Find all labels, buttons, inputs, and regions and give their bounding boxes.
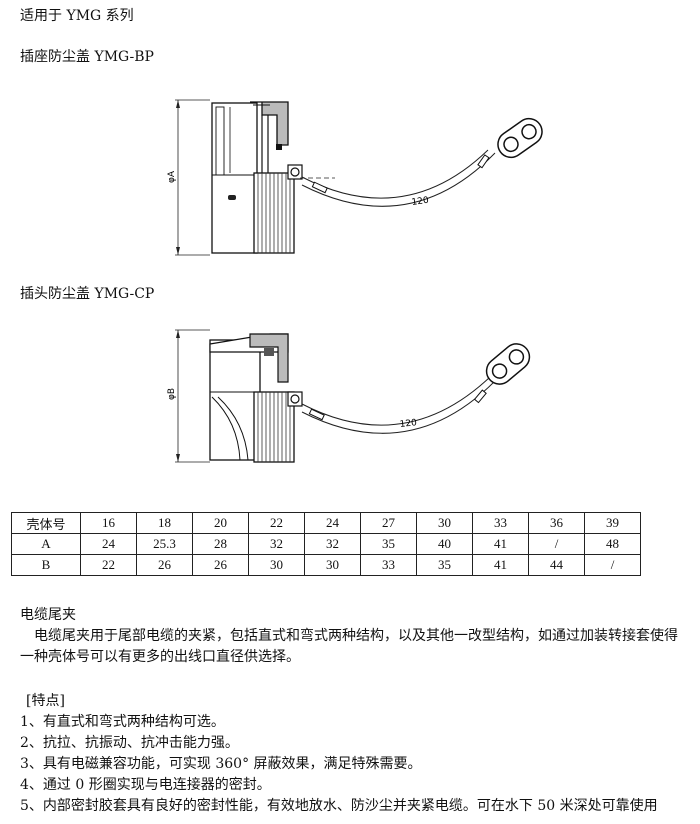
table-cell: 30 [416,512,473,534]
table-cell: 22 [80,554,137,576]
table-cell: 40 [416,533,473,555]
table-cell: 41 [472,554,529,576]
table-cell: 18 [136,512,193,534]
table-cell: 22 [248,512,305,534]
section-title: 电缆尾夹 [20,607,76,623]
bp-knurl [257,173,291,253]
section-body: 电缆尾夹用于尾部电缆的夹紧，包括直式和弯式两种结构，以及其他一改型结构，如通过加… [20,628,678,665]
table-cell: 35 [360,533,417,555]
feature-item: 2、抗拉、抗振动、抗冲击能力强。 [20,735,239,751]
bp-caption: 插座防尘盖 YMG-BP [20,49,154,65]
table-cell: 39 [584,512,641,534]
page-title: 适用于 YMG 系列 [20,8,134,24]
table-cell: 壳体号 [11,512,81,534]
cp-dim-label: φB [167,388,177,400]
table-cell: 35 [416,554,473,576]
feature-item: 5、内部密封胶套具有良好的密封性能，有效地放水、防沙尘并夹紧电缆。可在水下 50… [20,798,658,814]
table-row: A 24 25.3 28 32 32 35 40 41 / 48 [11,533,641,555]
table-cell: 33 [360,554,417,576]
table-cell: 24 [80,533,137,555]
table-cell: 26 [136,554,193,576]
table-cell: 33 [472,512,529,534]
table-cell: 36 [528,512,585,534]
cp-caption: 插头防尘盖 YMG-CP [20,286,155,302]
table-cell: 48 [584,533,641,555]
table-cell: 44 [528,554,585,576]
table-header-row: 壳体号 16 18 20 22 24 27 30 33 36 39 [11,512,641,534]
table-cell: 30 [248,554,305,576]
bp-length-label: 120 [411,196,430,208]
table-cell: 25.3 [136,533,193,555]
table-cell: 20 [192,512,249,534]
table-cell: 16 [80,512,137,534]
feature-item: 1、有直式和弯式两种结构可选。 [20,714,225,730]
table-cell: 24 [304,512,361,534]
cp-drawing: φB 120 [167,329,531,463]
table-cell: / [584,554,641,576]
table-cell: 32 [304,533,361,555]
table-cell: 41 [472,533,529,555]
table-cell: 32 [248,533,305,555]
table-cell: / [528,533,585,555]
features-heading: [特点] [26,693,65,709]
table-cell: 28 [192,533,249,555]
table-cell: 26 [192,554,249,576]
feature-item: 3、具有电磁兼容功能，可实现 360° 屏蔽效果，满足特殊需要。 [20,756,422,772]
table-row: B 22 26 26 30 30 33 35 41 44 / [11,554,641,576]
table-cell: 27 [360,512,417,534]
spec-table: 壳体号 16 18 20 22 24 27 30 33 36 39 A 24 2… [11,512,641,576]
table-cell: 30 [304,554,361,576]
bp-dim-label: φA [167,170,177,183]
cp-length-label: 120 [399,418,417,430]
feature-item: 4、通过 0 形圈实现与电连接器的密封。 [20,777,271,793]
table-cell: B [11,554,81,576]
table-cell: A [11,533,81,555]
bp-drawing: φA 120 [167,99,543,256]
